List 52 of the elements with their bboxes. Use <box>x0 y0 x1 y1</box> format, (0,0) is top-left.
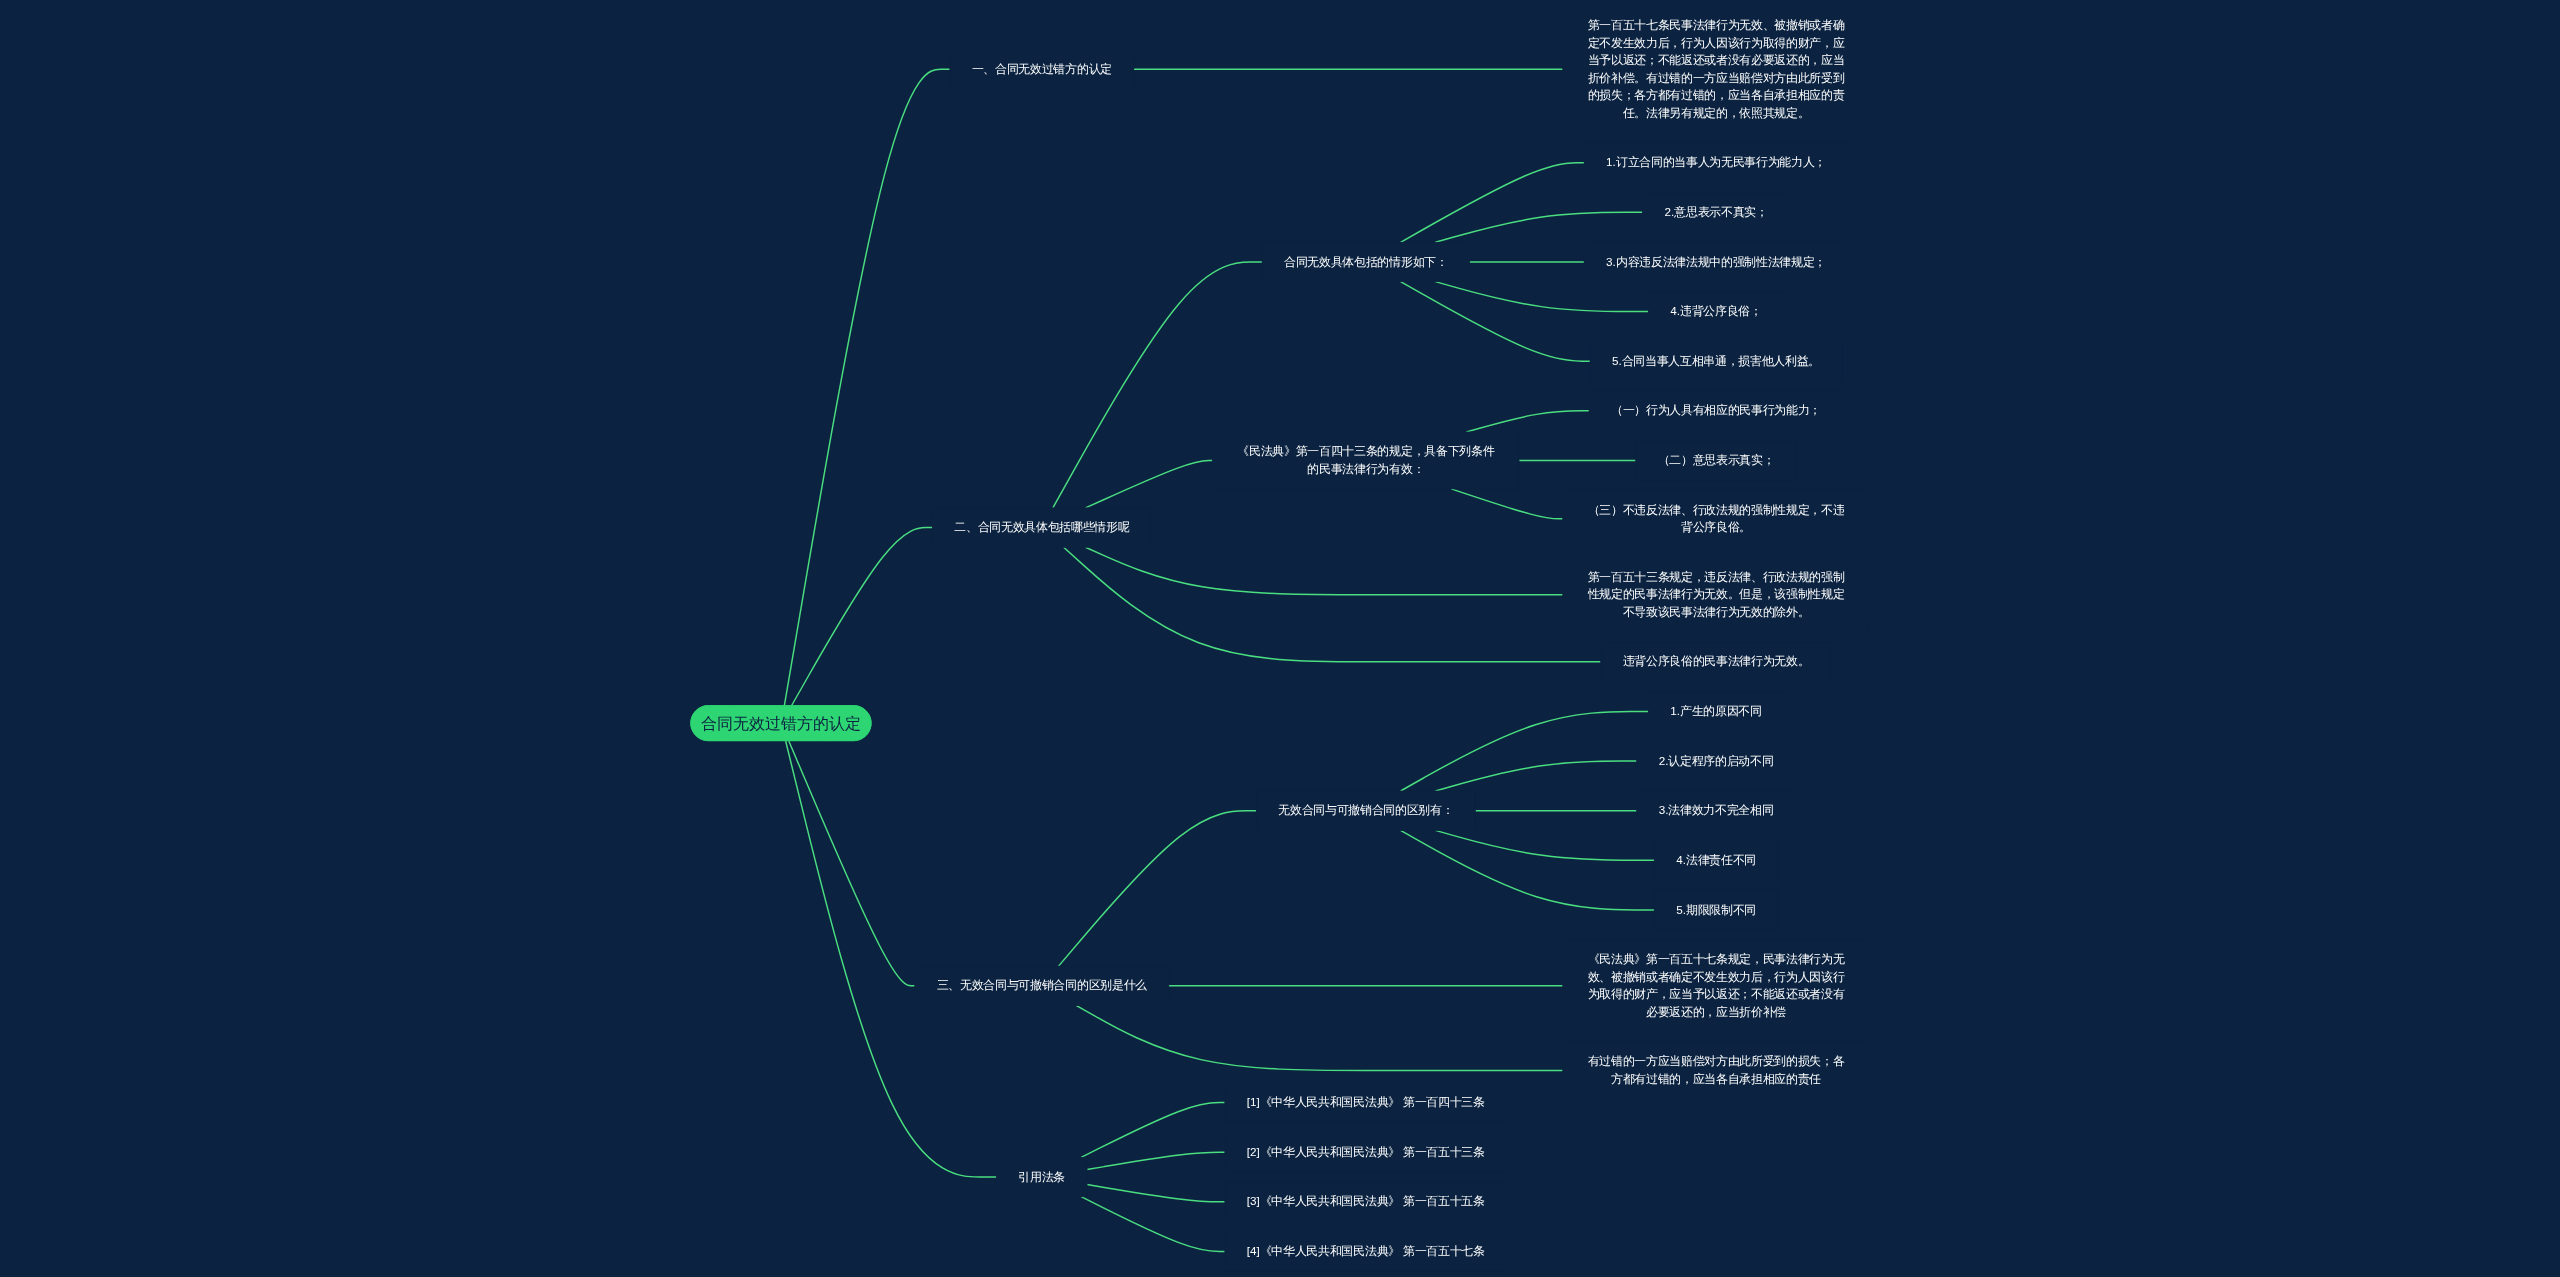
node-text: 2.意思表示不真实； <box>1664 205 1768 219</box>
node-text: 4.违背公序良俗； <box>1670 305 1762 318</box>
node-text: （一）行为人具有相应的民事行为能力； <box>1610 404 1822 417</box>
connector <box>1052 261 1263 509</box>
node-text: [2]《中华人民共和国民法典》 第一百五十三条 <box>1246 1145 1485 1159</box>
connector <box>1399 280 1591 362</box>
connector <box>1167 985 1564 987</box>
connector <box>788 740 916 987</box>
node-text: 合同无效具体包括的情形如下： <box>1284 255 1448 268</box>
node-text: [3]《中华人民共和国民法典》 第一百五十五条 <box>1246 1195 1485 1208</box>
connector <box>790 526 933 707</box>
connector <box>784 740 998 1178</box>
node-text: 无效合同与可撤销合同的区别有： <box>1278 804 1454 817</box>
node-text: （二）意思表示真实； <box>1657 453 1775 467</box>
node-text: 有过错的一方应当赔偿对方由此所受到的损失；各方都有过错的，应当各自承担相应的责任 <box>1587 1055 1845 1086</box>
node-text: 第一百五十七条民事法律行为无效、被撤销或者确定不发生效力后，行为人因该行为取得的财产，应当予以返还；不能返还或者没有必要返还的，应当折价补偿。有过错的一方应当赔偿对方由此所受到的损失；各方都有过错的，应当各自承担相应的责任。法律另有规定的，依照其规定。 <box>1587 18 1845 119</box>
connector <box>1399 710 1650 792</box>
connector <box>1399 829 1655 911</box>
connector <box>1086 1183 1226 1203</box>
node-text: 4.法律责任不同 <box>1676 853 1756 867</box>
connector <box>1086 1151 1226 1171</box>
node-text: 3.法律效力不完全相同 <box>1658 804 1774 817</box>
connector <box>1132 68 1564 71</box>
node-text: 1.产生的原因不同 <box>1670 704 1762 718</box>
connector <box>1434 211 1644 243</box>
node-text: 3.内容违反法律法规中的强制性法律规定； <box>1606 255 1826 268</box>
connector <box>1080 1196 1226 1253</box>
node-text: 5.合同当事人互相串通，损害他人利益。 <box>1611 354 1821 368</box>
connector <box>783 68 951 707</box>
connector <box>1075 1004 1564 1072</box>
node-text: 引用法条 <box>1018 1170 1066 1183</box>
node-text: 违背公序良俗的民事法律行为无效。 <box>1622 655 1810 668</box>
node-text: 一、合同无效过错方的认定 <box>971 62 1112 76</box>
connector <box>1474 809 1638 812</box>
node-text: [1]《中华人民共和国民法典》 第一百四十三条 <box>1246 1096 1485 1109</box>
connector <box>1057 809 1257 967</box>
node-text: 《民法典》第一百五十七条规定，民事法律行为无效、被撤销或者确定不发生效力后，行为人因该行为取得的财产，应当予以返还；不能返还或者没有必要返还的，应当折价补偿 <box>1587 953 1845 1018</box>
connector <box>1518 459 1637 462</box>
connector <box>1399 162 1585 243</box>
connector <box>1084 546 1564 596</box>
connector <box>1080 1101 1226 1159</box>
node-text: 5.期限限制不同 <box>1676 903 1756 916</box>
node-text: 第一百五十三条规定，违反法律、行政法规的强制性规定的民事法律行为无效。但是，该强制性规定不导致该民事法律行为无效的除外。 <box>1587 570 1845 619</box>
connector <box>1468 261 1585 263</box>
node-text: （三）不违反法律、行政法规的强制性规定，不违背公序良俗。 <box>1587 503 1845 534</box>
node-text: 《民法典》第一百四十三条的规定，具备下列条件的民事法律行为有效： <box>1237 445 1495 476</box>
node-text: [4]《中华人民共和国民法典》 第一百五十七条 <box>1246 1244 1485 1258</box>
node-text: 2.认定程序的启动不同 <box>1658 754 1774 767</box>
connector <box>1062 546 1602 663</box>
node-text: 三、无效合同与可撤销合同的区别是什么 <box>936 979 1147 992</box>
node-text: 二、合同无效具体包括哪些情形呢 <box>954 521 1130 534</box>
node-text: 1.订立合同的当事人为无民事行为能力人； <box>1606 156 1826 169</box>
